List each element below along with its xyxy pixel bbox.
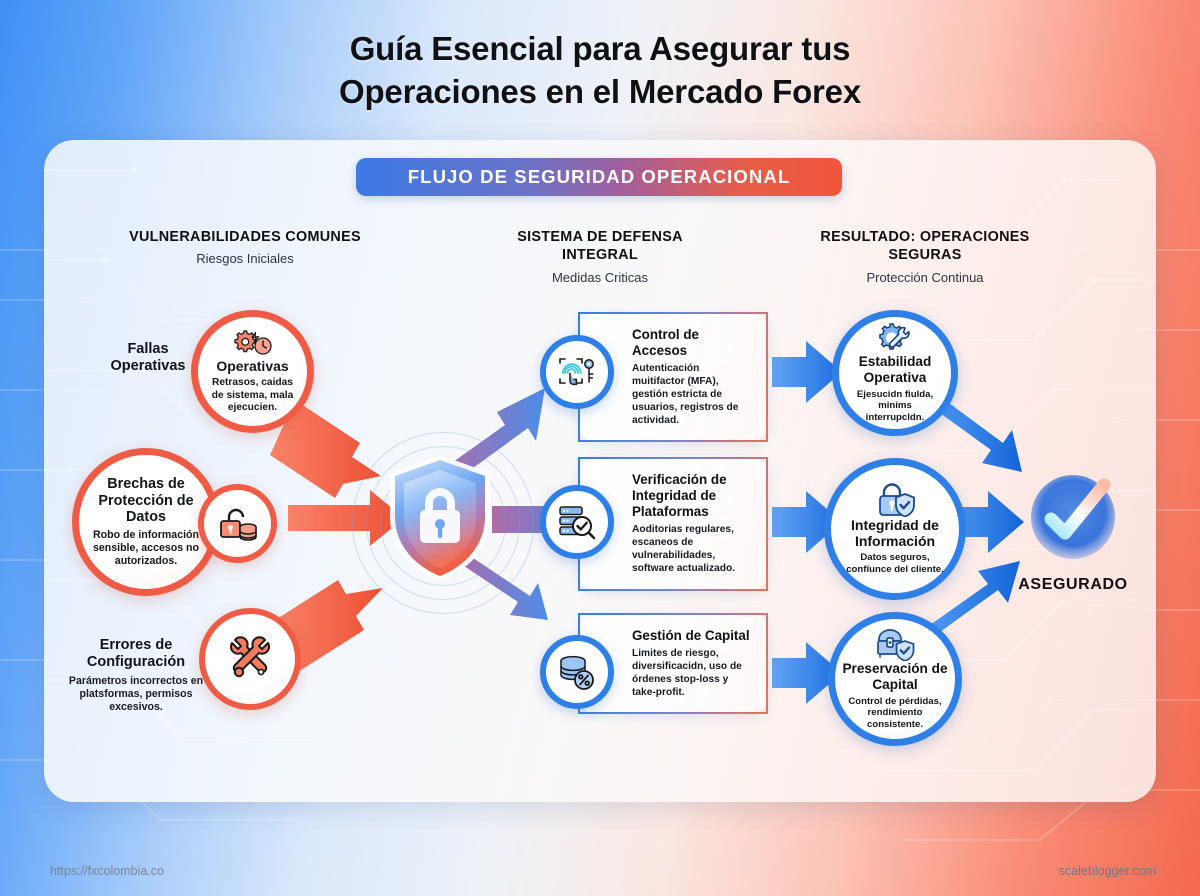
padlock-shield-check-icon bbox=[879, 482, 915, 517]
central-shield[interactable] bbox=[382, 452, 498, 584]
defense-card-3-body: Limites de riesgo, diversificacidn, uso … bbox=[632, 648, 742, 698]
column-header-results: RESULTADO: OPERACIONES SEGURAS Protecció… bbox=[805, 228, 1045, 285]
defense-icon-3[interactable] bbox=[540, 635, 614, 709]
defense-card-1-title: Control de Accesos bbox=[632, 327, 699, 359]
column-header-vulnerabilities: VULNERABILIDADES COMUNES Riesgos Inicial… bbox=[125, 228, 365, 266]
vulnerability-circle-2[interactable]: Brechas de Protección de Datos Robo de i… bbox=[72, 448, 220, 596]
vulnerability-circle-1-title: Operativas bbox=[216, 358, 289, 375]
vulnerability-circle-1-body: Retrasos, caidas de sistema, mala ejecuc… bbox=[211, 377, 294, 414]
result-circle-3-title: Preservación de Capital bbox=[842, 661, 948, 692]
page-title-line-1: Guía Esencial para Asegurar tus bbox=[349, 30, 851, 67]
vulnerability-circle-2-title: Brechas de Protección de Datos bbox=[98, 476, 194, 526]
shield-padlock-icon bbox=[390, 455, 490, 581]
wrench-spanner-icon bbox=[229, 636, 271, 678]
defense-icon-1[interactable] bbox=[540, 335, 614, 409]
coin-stack-percent-icon bbox=[560, 655, 594, 690]
result-circle-2-body: Datos seguros, confiunce del cliente. bbox=[846, 552, 944, 575]
vulnerability-label-3: Errores de Configuración Parámetros inco… bbox=[62, 637, 210, 714]
result-circle-3-body: Control de pérdidas, rendimiento consist… bbox=[848, 695, 942, 731]
final-result-label: ASEGURADO bbox=[1018, 576, 1128, 593]
unlocked-padlock-database-icon bbox=[219, 508, 257, 541]
vulnerability-label-1-title: Fallas Operativas bbox=[110, 341, 186, 375]
final-result[interactable]: ASEGURADO bbox=[1018, 473, 1128, 594]
ribbon-label: FLUJO DE SEGURIDAD OPERACIONAL bbox=[407, 166, 791, 187]
result-circle-1-body: Ejesucidn fiulda, minims interrupcldn. bbox=[856, 388, 934, 424]
page-title-line-2: Operaciones en el Mercado Forex bbox=[339, 72, 861, 110]
footer-right-brand[interactable]: scaleblogger.com bbox=[1058, 864, 1156, 878]
gear-clock-icon bbox=[233, 330, 272, 355]
defense-card-2-title: Verificación de Integridad de Plataforma… bbox=[632, 472, 727, 520]
defense-icon-2[interactable] bbox=[540, 485, 614, 559]
fingerprint-key-icon bbox=[559, 358, 594, 386]
server-magnifier-check-icon bbox=[559, 506, 596, 540]
defense-card-2-body: Aoditorias regulares, escaneos de vulner… bbox=[632, 524, 736, 574]
vulnerability-label-3-title: Errores de Configuración bbox=[86, 637, 186, 671]
column-sub-right: Protección Continua bbox=[866, 269, 984, 285]
result-circle-2-title: Integridad de Información bbox=[851, 516, 939, 549]
gear-wrench-icon bbox=[879, 323, 910, 350]
arrow-results-to-final bbox=[930, 400, 1024, 632]
column-heading-right: RESULTADO: OPERACIONES SEGURAS bbox=[820, 229, 1030, 264]
column-heading-mid: SISTEMA DE DEFENSA INTEGRAL bbox=[517, 229, 683, 264]
vulnerability-label-3-body: Parámetros incorrectos en platsformas, p… bbox=[68, 674, 204, 714]
arrow-defenses-to-results bbox=[772, 341, 842, 704]
defense-card-3-title: Gestión de Capital bbox=[632, 628, 750, 643]
shield-ring-outer bbox=[352, 432, 534, 614]
vulnerability-label-1: Fallas Operativas bbox=[98, 341, 198, 376]
column-header-defense: SISTEMA DE DEFENSA INTEGRAL Medidas Crit… bbox=[480, 228, 720, 285]
footer-left-url[interactable]: https://fxcolombia.co bbox=[50, 864, 164, 878]
vulnerability-icon-circle-2[interactable] bbox=[198, 484, 277, 563]
defense-card-1-body: Autenticación muitifactor (MFA), gestión… bbox=[632, 363, 739, 426]
check-circle-icon bbox=[1031, 475, 1115, 559]
vulnerability-circle-2-body: Robo de información sensible, accesos no… bbox=[93, 529, 199, 568]
vulnerability-icon-circle-3[interactable] bbox=[199, 608, 301, 710]
page-title: Guía Esencial para Asegurar tus Operacio… bbox=[0, 28, 1200, 114]
result-circle-2[interactable]: Integridad de Información Datos seguros,… bbox=[824, 458, 966, 600]
section-ribbon-banner: FLUJO DE SEGURIDAD OPERACIONAL bbox=[356, 158, 842, 196]
result-circle-1[interactable]: Estabilidad Operativa Ejesucidn fiulda, … bbox=[832, 310, 958, 436]
result-circle-3[interactable]: Preservación de Capital Control de pérdi… bbox=[828, 612, 962, 746]
vulnerability-circle-1[interactable]: Operativas Retrasos, caidas de sistema, … bbox=[191, 310, 314, 433]
column-sub-mid: Medidas Criticas bbox=[551, 269, 649, 285]
treasure-chest-shield-icon bbox=[877, 629, 915, 662]
column-heading-left: VULNERABILIDADES COMUNES bbox=[129, 229, 361, 245]
result-circle-1-title: Estabilidad Operativa bbox=[858, 354, 932, 385]
column-sub-left: Riesgos Iniciales bbox=[196, 251, 294, 267]
shield-ring-mid bbox=[366, 446, 520, 600]
